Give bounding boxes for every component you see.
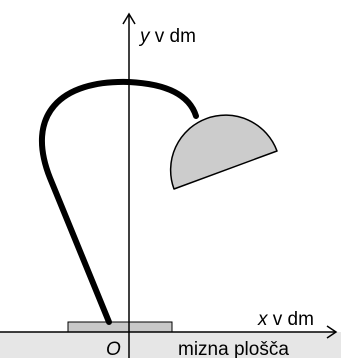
table-surface (0, 332, 341, 358)
lamp-arm (38, 78, 199, 325)
lamp-base-plate (67, 321, 173, 333)
table-label: mizna plošča (178, 339, 289, 358)
x-axis-label: x v dm (257, 309, 314, 330)
x-axis-arrow (326, 325, 338, 339)
y-axis-arrow (122, 12, 136, 25)
y-axis-label: y v dm (138, 26, 196, 47)
lamp-shade (169, 114, 278, 190)
origin-label: O (106, 339, 121, 358)
